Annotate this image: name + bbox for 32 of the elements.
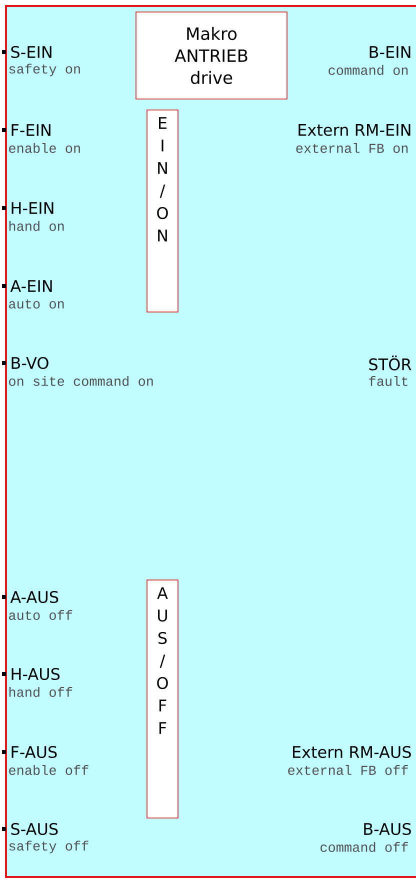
title-box: Makro ANTRIEB drive (136, 12, 288, 100)
signal-description: hand on (9, 221, 64, 231)
signal-description: external FB off (288, 765, 408, 775)
signal-name: H-AUS (12, 668, 60, 680)
signal-name: B-AUS (364, 822, 411, 836)
signal-description: auto on (9, 299, 64, 309)
signal-name: Extern RM-EIN (298, 124, 410, 136)
mode-box: AUS/OFF (146, 580, 178, 818)
signal-name: A-AUS (10, 590, 58, 604)
signal-description: enable off (9, 765, 88, 775)
mode-box: EIN/ON (146, 110, 178, 312)
signal-name: F-AUS (12, 746, 57, 758)
signal-description: auto off (9, 610, 72, 620)
signal-description: command off (320, 842, 408, 852)
signal-name: S-AUS (11, 822, 58, 836)
signal-description: external FB on (296, 143, 408, 153)
signal-description: safety on (9, 64, 80, 76)
function-block (5, 5, 416, 878)
signal-name: STÖR (369, 356, 412, 370)
signal-description: safety off (9, 840, 88, 854)
signal-description: on site command on (9, 376, 153, 386)
signal-name: H-EIN (12, 202, 54, 214)
signal-name: B-VO (12, 356, 48, 370)
signal-name: B-EIN (370, 46, 410, 58)
signal-name: Extern RM-AUS (293, 746, 411, 758)
signal-description: enable on (9, 143, 80, 153)
signal-description: fault (369, 376, 408, 386)
signal-description: hand off (9, 687, 72, 697)
signal-description: command on (328, 65, 408, 75)
signal-name: F-EIN (12, 124, 50, 136)
signal-name: S-EIN (11, 46, 52, 58)
signal-name: A-EIN (10, 280, 52, 292)
